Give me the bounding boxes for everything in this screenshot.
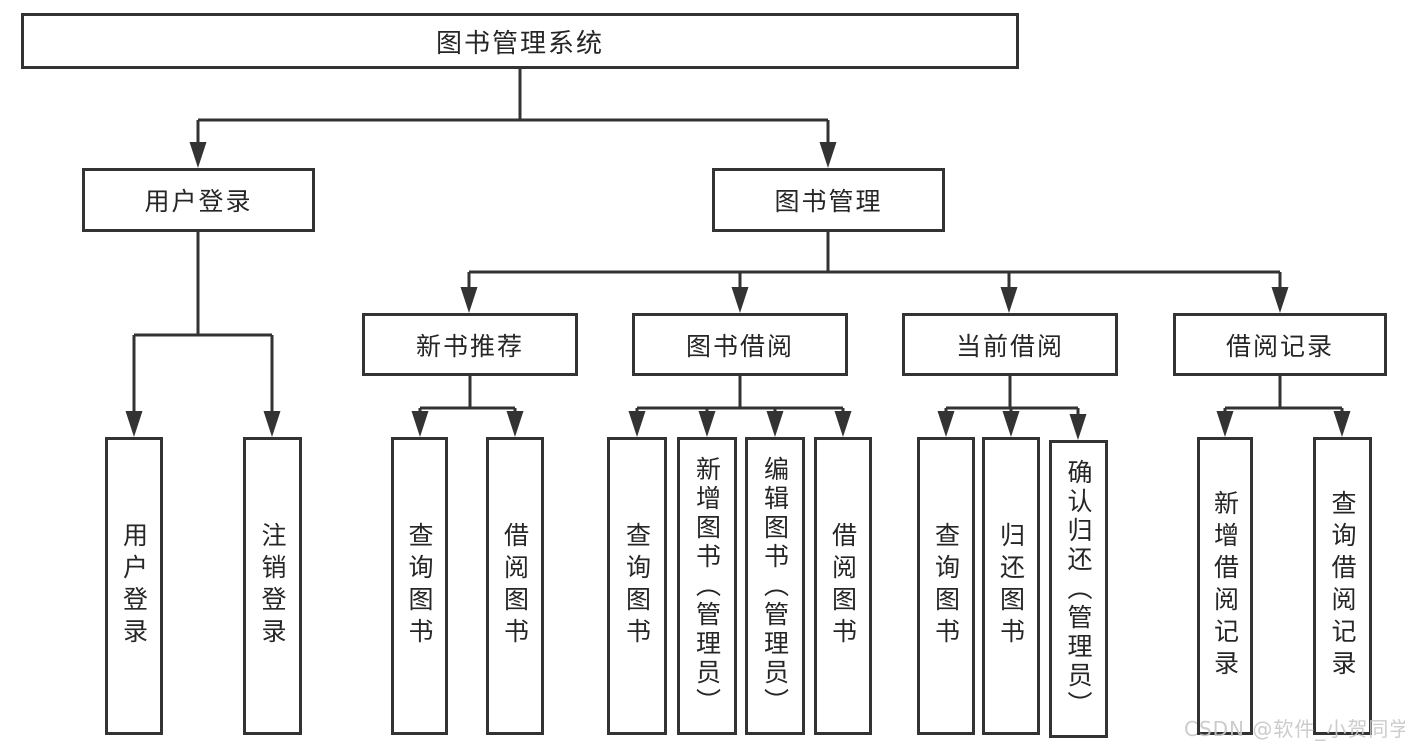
node-user-login-label: 用户登录 (144, 187, 253, 216)
node-library-system: 图书管理系统 (21, 13, 1019, 69)
leaf-return-books: 归还图书 (982, 437, 1040, 735)
leaf-query-books-current: 查询图书 (917, 437, 975, 735)
node-current-borrow-label: 当前借阅 (955, 331, 1064, 361)
node-new-book-recommend-label: 新书推荐 (415, 331, 524, 361)
leaf-edit-books-admin: 编辑图书（管理员） (745, 437, 805, 735)
leaf-confirm-return-admin-label: 确认归还（管理员） (1064, 458, 1093, 720)
leaf-add-borrow-record: 新增借阅记录 (1197, 437, 1253, 735)
node-current-borrow: 当前借阅 (902, 313, 1118, 376)
leaf-borrow-books-recommend-label: 借阅图书 (500, 522, 530, 650)
leaf-query-books-borrow-label: 查询图书 (622, 522, 652, 650)
leaf-query-books-recommend-label: 查询图书 (405, 522, 434, 650)
leaf-confirm-return-admin: 确认归还（管理员） (1049, 440, 1108, 738)
connector-root-to-branches (189, 69, 837, 168)
connector-book-borrow (628, 376, 852, 437)
leaf-logout: 注销登录 (243, 437, 302, 735)
node-book-management: 图书管理 (712, 168, 945, 232)
leaf-return-books-label: 归还图书 (996, 522, 1026, 650)
leaf-add-borrow-record-label: 新增借阅记录 (1210, 490, 1240, 682)
leaf-user-login-label: 用户登录 (119, 522, 149, 650)
leaf-edit-books-admin-label: 编辑图书（管理员） (760, 455, 790, 717)
leaf-borrow-books-label: 借阅图书 (828, 522, 858, 650)
node-library-system-label: 图书管理系统 (435, 28, 604, 59)
node-book-borrow: 图书借阅 (632, 313, 848, 376)
node-new-book-recommend: 新书推荐 (362, 313, 578, 376)
node-book-management-label: 图书管理 (774, 187, 883, 216)
leaf-borrow-books-recommend: 借阅图书 (486, 437, 544, 735)
leaf-add-books-admin-label: 新增图书（管理员） (692, 455, 722, 717)
node-book-borrow-label: 图书借阅 (685, 331, 794, 361)
node-user-login: 用户登录 (82, 168, 315, 232)
leaf-query-books-borrow: 查询图书 (607, 437, 667, 735)
node-borrow-records-label: 借阅记录 (1225, 331, 1334, 361)
node-borrow-records: 借阅记录 (1173, 313, 1387, 376)
leaf-query-books-current-label: 查询图书 (931, 522, 961, 650)
leaf-borrow-books: 借阅图书 (814, 437, 872, 735)
leaf-add-books-admin: 新增图书（管理员） (677, 437, 737, 735)
leaf-query-borrow-record: 查询借阅记录 (1313, 437, 1372, 735)
leaf-query-books-recommend: 查询图书 (391, 437, 448, 735)
connector-current-borrow (937, 376, 1087, 440)
connector-new-book-recommend (411, 376, 524, 437)
connector-user-login-to-functions (125, 232, 281, 437)
connector-borrow-records (1216, 376, 1351, 437)
leaf-logout-label: 注销登录 (258, 522, 287, 650)
csdn-watermark: CSDN @软件_小贺同学 (1184, 717, 1405, 741)
connector-book-management-to-modules (460, 232, 1289, 313)
leaf-query-borrow-record-label: 查询借阅记录 (1328, 490, 1357, 682)
leaf-user-login: 用户登录 (105, 437, 163, 735)
